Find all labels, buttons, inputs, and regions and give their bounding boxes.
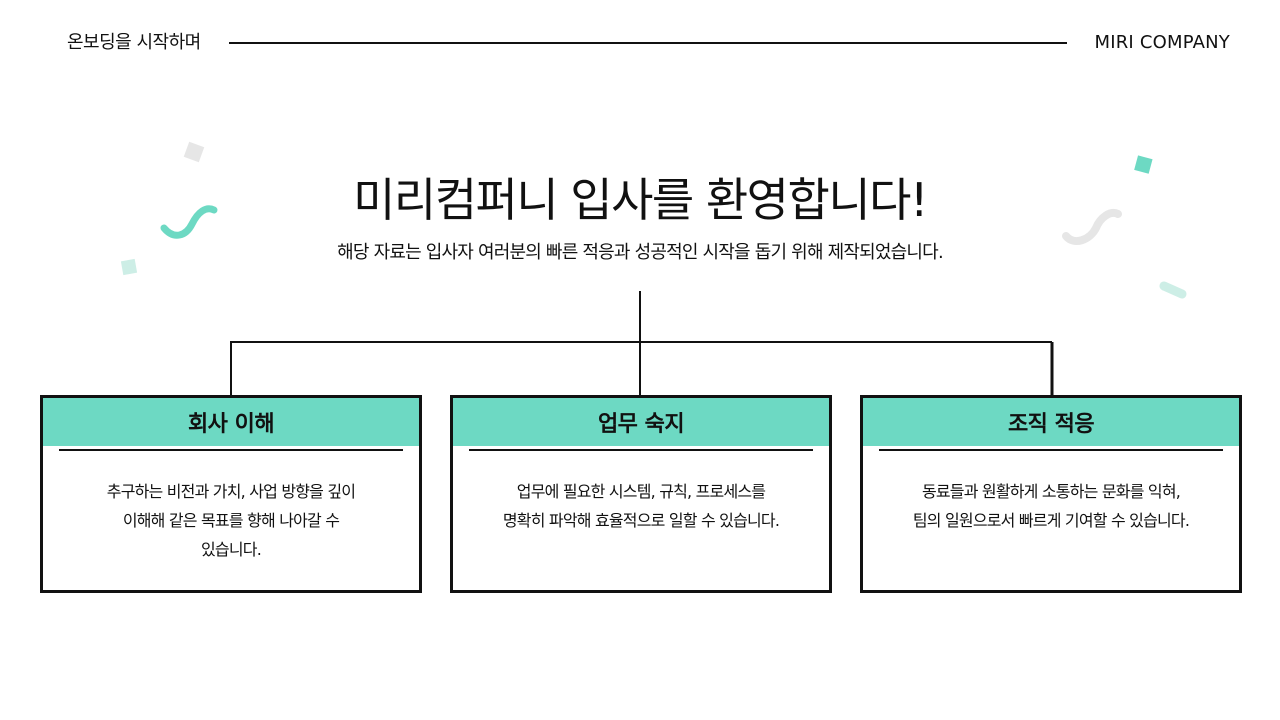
card-title: 조직 적응 <box>863 398 1239 446</box>
page-subtitle: 해당 자료는 입사자 여러분의 빠른 적응과 성공적인 시작을 돕기 위해 제작… <box>337 242 944 263</box>
card-description: 추구하는 비전과 가치, 사업 방향을 깊이 이해해 같은 목표를 향해 나아갈… <box>43 451 419 564</box>
card-organization-adaptation: 조직 적응 동료들과 원활하게 소통하는 문화를 익혀, 팀의 일원으로서 빠르… <box>860 395 1242 593</box>
card-line: 추구하는 비전과 가치, 사업 방향을 깊이 <box>106 482 356 501</box>
header-divider <box>229 42 1067 44</box>
card-divider <box>59 449 403 451</box>
section-title: 온보딩을 시작하며 <box>67 32 201 53</box>
card-description: 동료들과 원활하게 소통하는 문화를 익혀, 팀의 일원으로서 빠르게 기여할 … <box>863 451 1239 535</box>
card-company-understanding: 회사 이해 추구하는 비전과 가치, 사업 방향을 깊이 이해해 같은 목표를 … <box>40 395 422 593</box>
card-line: 동료들과 원활하게 소통하는 문화를 익혀, <box>921 482 1181 501</box>
card-line: 업무에 필요한 시스템, 규칙, 프로세스를 <box>516 482 766 501</box>
card-line: 있습니다. <box>201 540 262 559</box>
card-line: 명확히 파악해 효율적으로 일할 수 있습니다. <box>502 511 780 530</box>
company-name: MIRI COMPANY <box>1094 32 1230 53</box>
card-work-familiarity: 업무 숙지 업무에 필요한 시스템, 규칙, 프로세스를 명확히 파악해 효율적… <box>450 395 832 593</box>
card-line: 팀의 일원으로서 빠르게 기여할 수 있습니다. <box>912 511 1190 530</box>
page-title: 미리컴퍼니 입사를 환영합니다! <box>353 173 928 227</box>
card-line: 이해해 같은 목표를 향해 나아갈 수 <box>122 511 340 530</box>
card-title: 업무 숙지 <box>453 398 829 446</box>
card-divider <box>469 449 813 451</box>
card-title: 회사 이해 <box>43 398 419 446</box>
card-description: 업무에 필요한 시스템, 규칙, 프로세스를 명확히 파악해 효율적으로 일할 … <box>453 451 829 535</box>
card-divider <box>879 449 1223 451</box>
